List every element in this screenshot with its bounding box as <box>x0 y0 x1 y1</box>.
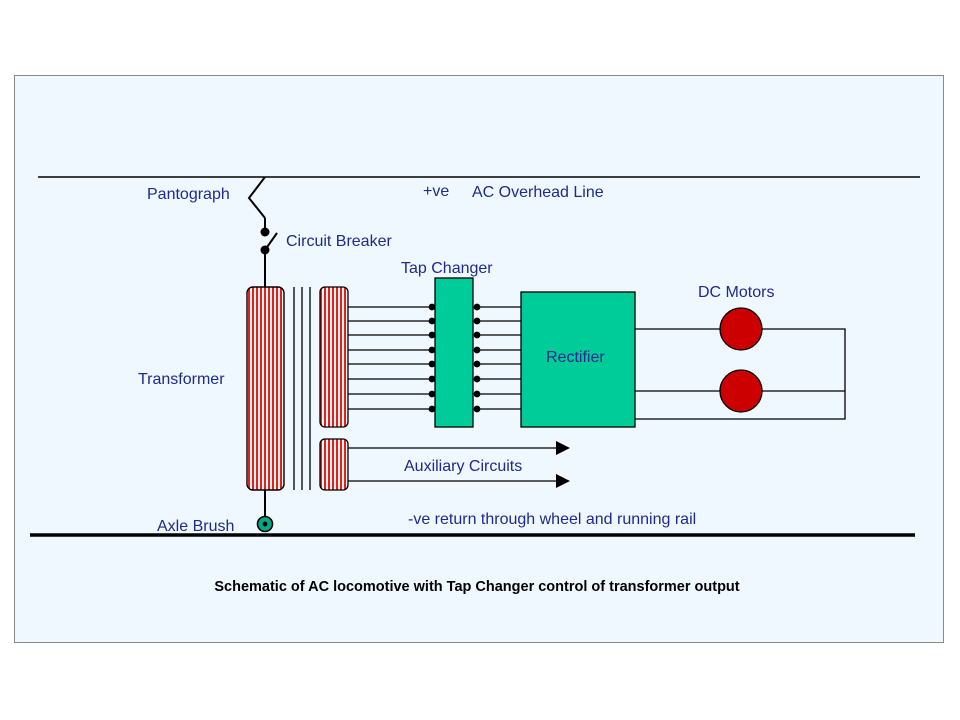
positive-label: +ve <box>423 183 449 200</box>
dc-motor-1 <box>719 307 763 351</box>
overhead-line-label: AC Overhead Line <box>472 184 604 201</box>
diagram-panel <box>14 75 944 643</box>
axle-brush-center <box>262 521 268 527</box>
auxiliary-winding <box>319 438 349 491</box>
transformer-primary-winding <box>246 286 285 491</box>
tap-wires <box>348 306 432 410</box>
axle-brush-label: Axle Brush <box>157 518 234 535</box>
dc-motors-label: DC Motors <box>698 284 774 301</box>
auxiliary-arrowhead-1 <box>556 441 570 455</box>
rectifier-input-wires <box>477 306 521 410</box>
tap-changer-box <box>434 277 474 428</box>
pantograph-label: Pantograph <box>147 186 230 203</box>
return-path-label: -ve return through wheel and running rai… <box>408 511 696 528</box>
dc-motor-2 <box>719 369 763 413</box>
diagram-caption: Schematic of AC locomotive with Tap Chan… <box>214 579 739 595</box>
auxiliary-circuits-label: Auxiliary Circuits <box>404 458 522 475</box>
circuit-breaker-label: Circuit Breaker <box>286 233 392 250</box>
pantograph-symbol <box>247 176 266 219</box>
transformer-label: Transformer <box>138 371 225 388</box>
tap-changer-label: Tap Changer <box>401 260 493 277</box>
transformer-secondary-winding <box>319 286 349 428</box>
rectifier-label: Rectifier <box>546 349 605 366</box>
rectifier-box <box>520 291 636 428</box>
auxiliary-arrowhead-2 <box>556 474 570 488</box>
breaker-contact-top <box>260 227 270 237</box>
